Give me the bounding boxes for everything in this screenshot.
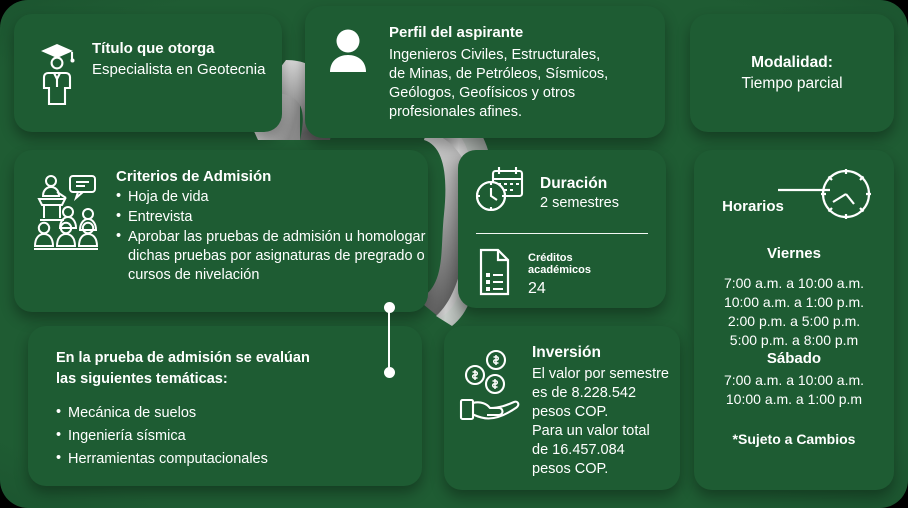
card-modalidad: Modalidad: Tiempo parcial — [690, 14, 894, 132]
inversion-line: pesos COP. — [532, 461, 609, 477]
card-perfil-line: profesionales afines. — [389, 104, 522, 120]
list-item: Hoja de vida — [116, 187, 428, 207]
hand-coins-icon — [458, 344, 520, 433]
time-line: 7:00 a.m. a 10:00 a.m. — [723, 372, 865, 388]
horarios-day-1-times: 7:00 a.m. a 10:00 a.m. 10:00 a.m. a 1:00… — [694, 274, 894, 350]
inversion-line: Para un valor total — [532, 423, 650, 439]
card-horarios: Horarios Viernes 7:00 a.m. a 10:00 a.m. … — [694, 150, 894, 490]
horarios-note: *Sujeto a Cambios — [732, 431, 856, 447]
card-duracion: Duración 2 semestres Créditos académ — [458, 150, 666, 308]
card-titulo-heading: Título que otorga — [92, 40, 215, 57]
list-item: Entrevista — [116, 207, 428, 227]
time-line: 2:00 p.m. a 5:00 p.m. — [727, 313, 861, 329]
card-titulo-que-otorga: Título que otorga Especialista en Geotec… — [14, 14, 282, 132]
tematicas-list: Mecánica de suelos Ingeniería sísmica He… — [56, 401, 422, 471]
card-perfil-del-aspirante: Perfil del aspirante Ingenieros Civiles,… — [305, 6, 665, 138]
clock-icon — [770, 168, 880, 231]
card-tematicas-prueba: En la prueba de admisión se evalúan las … — [28, 326, 422, 486]
card-duracion-value: 2 semestres — [540, 194, 619, 211]
card-perfil-heading: Perfil del aspirante — [389, 24, 524, 41]
audience-presentation-icon — [30, 168, 102, 259]
horarios-day-1: Viernes — [767, 245, 821, 262]
card-titulo-value: Especialista en Geotecnia — [92, 61, 266, 78]
list-item: Herramientas computacionales — [56, 447, 422, 471]
tematicas-heading-line2: las siguientes temáticas: — [56, 371, 228, 387]
card-duracion-heading: Duración — [540, 174, 608, 192]
horarios-day-2: Sábado — [766, 350, 822, 367]
document-list-icon — [472, 246, 516, 303]
list-item: Mecánica de suelos — [56, 401, 422, 425]
card-criterios-heading: Criterios de Admisión — [116, 168, 272, 185]
horarios-day-2-times: 7:00 a.m. a 10:00 a.m. 10:00 a.m. a 1:00… — [694, 371, 894, 409]
time-line: 5:00 p.m. a 8:00 p.m — [729, 332, 859, 348]
card-perfil-line: de Minas, de Petróleos, Sísmicos, — [389, 66, 609, 82]
card-horarios-heading: Horarios — [722, 198, 784, 215]
inversion-line: de 16.457.084 — [532, 442, 625, 458]
criterios-list: Hoja de vida Entrevista Aprobar las prue… — [116, 187, 428, 285]
card-inversion: Inversión El valor por semestre es de 8.… — [444, 326, 680, 490]
card-perfil-line: Ingenieros Civiles, Estructurales, — [389, 47, 601, 63]
person-avatar-icon — [325, 24, 371, 81]
card-modalidad-heading: Modalidad: — [751, 53, 833, 71]
card-creditos-label2: académicos — [528, 263, 591, 276]
card-perfil-line: Geólogos, Geofísicos y otros — [389, 85, 576, 101]
graduate-person-icon — [36, 40, 78, 113]
divider — [476, 233, 648, 234]
card-modalidad-value: Tiempo parcial — [741, 74, 843, 92]
card-inversion-heading: Inversión — [532, 344, 601, 361]
list-item: Aprobar las pruebas de admisión u homolo… — [116, 227, 428, 285]
tematicas-heading-line1: En la prueba de admisión se evalúan — [56, 350, 310, 366]
inversion-line: pesos COP. — [532, 404, 609, 420]
inversion-line: es de 8.228.542 — [532, 385, 637, 401]
connector-line — [381, 302, 397, 378]
time-line: 10:00 a.m. a 1:00 p.m — [725, 391, 863, 407]
card-creditos-value: 24 — [528, 279, 546, 297]
connector-stem — [388, 307, 390, 373]
card-creditos-label: Créditos — [528, 251, 573, 264]
time-line: 7:00 a.m. a 10:00 a.m. — [723, 275, 865, 291]
connector-dot-bottom — [383, 367, 395, 378]
time-line: 10:00 a.m. a 1:00 p.m. — [723, 294, 865, 310]
list-item: Ingeniería sísmica — [56, 424, 422, 448]
inversion-line: El valor por semestre — [532, 366, 669, 382]
card-criterios-de-admision: Criterios de Admisión Hoja de vida Entre… — [14, 150, 428, 312]
calendar-clock-icon — [472, 164, 528, 221]
